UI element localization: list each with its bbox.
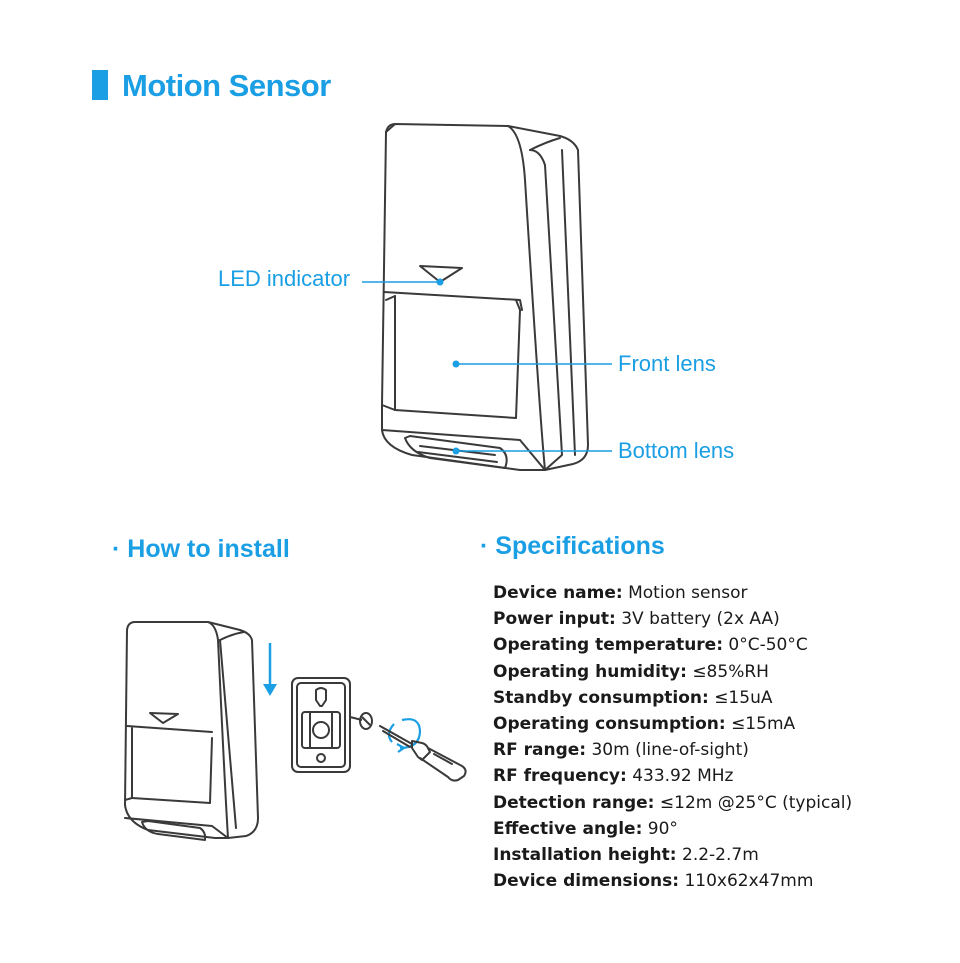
spec-label: Device dimensions: xyxy=(493,871,680,892)
specifications-section-title: · Specifications xyxy=(480,532,665,560)
spec-label: RF frequency: xyxy=(493,766,627,787)
page-title: Motion Sensor xyxy=(122,68,331,103)
spec-row: Operating consumption: ≤15mA xyxy=(493,711,953,737)
spec-row: Installation height: 2.2-2.7m xyxy=(493,842,953,868)
spec-row: Power input: 3V battery (2x AA) xyxy=(493,606,953,632)
spec-value: ≤15uA xyxy=(714,687,773,708)
spec-row: Operating temperature: 0°C-50°C xyxy=(493,632,953,658)
spec-label: Standby consumption: xyxy=(493,687,709,708)
spec-row: Effective angle: 90° xyxy=(493,816,953,842)
spec-label: Installation height: xyxy=(493,845,677,866)
install-sensor-illustration xyxy=(124,621,259,841)
front-lens-label: Front lens xyxy=(618,351,716,376)
spec-label: Power input: xyxy=(493,609,616,630)
spec-value: 433.92 MHz xyxy=(632,766,734,787)
front-lens-window xyxy=(394,295,521,419)
spec-row: RF frequency: 433.92 MHz xyxy=(493,763,953,789)
spec-label: Operating consumption: xyxy=(493,714,726,735)
spec-value: Motion sensor xyxy=(628,583,748,603)
title-accent-bar xyxy=(92,70,108,100)
led-indicator-label: LED indicator xyxy=(218,266,351,291)
spec-value: 90° xyxy=(647,818,678,839)
spec-label: Effective angle: xyxy=(493,818,643,839)
mounting-bracket xyxy=(291,677,351,773)
install-led-icon xyxy=(149,712,179,724)
spec-row: Detection range: ≤12m @25°C (typical) xyxy=(493,790,953,816)
spec-label: Operating humidity: xyxy=(493,661,687,682)
specifications-list: Device name: Motion sensor Power input: … xyxy=(493,580,953,894)
spec-value: ≤12m @25°C (typical) xyxy=(659,792,853,813)
spec-label: RF range: xyxy=(493,740,587,761)
install-section-title: · How to install xyxy=(112,535,290,563)
rotate-arrow-icon xyxy=(387,718,422,753)
spec-row: Operating humidity: ≤85%RH xyxy=(493,659,953,685)
spec-value: 30m (line-of-sight) xyxy=(591,740,749,761)
bottom-lens-window xyxy=(404,435,508,469)
down-arrow-icon xyxy=(263,643,277,696)
spec-value: ≤15mA xyxy=(731,714,796,735)
led-indicator-icon xyxy=(419,265,463,283)
spec-row: RF range: 30m (line-of-sight) xyxy=(493,737,953,763)
spec-label: Detection range: xyxy=(493,792,655,813)
bottom-lens-label: Bottom lens xyxy=(618,438,735,463)
screw-icon xyxy=(349,712,373,730)
spec-row: Standby consumption: ≤15uA xyxy=(493,685,953,711)
spec-value: 3V battery (2x AA) xyxy=(621,609,780,630)
spec-row: Device dimensions: 110x62x47mm xyxy=(493,868,953,894)
spec-value: ≤85%RH xyxy=(692,661,769,682)
spec-label: Device name: xyxy=(493,583,623,603)
spec-row: Device name: Motion sensor xyxy=(493,580,953,606)
spec-value: 110x62x47mm xyxy=(684,871,814,892)
screwdriver-icon xyxy=(379,725,467,782)
sensor-side-panel xyxy=(507,125,589,471)
spec-value: 0°C-50°C xyxy=(728,635,808,656)
spec-label: Operating temperature: xyxy=(493,635,724,656)
spec-value: 2.2-2.7m xyxy=(682,845,759,866)
